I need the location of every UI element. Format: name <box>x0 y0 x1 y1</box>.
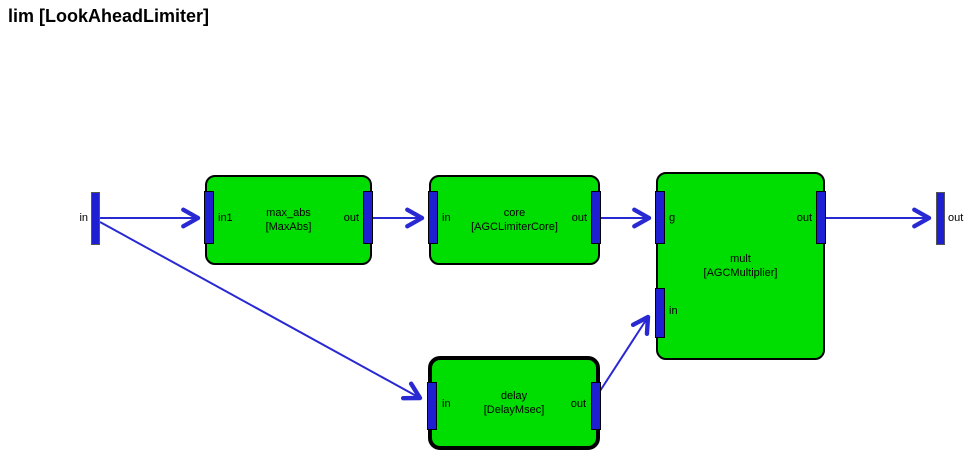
input-terminal[interactable] <box>91 192 100 245</box>
block-label-max-abs: max_abs [MaxAbs] <box>207 177 370 263</box>
wire-in-to-delay[interactable] <box>99 221 423 401</box>
block-type: [AGCMultiplier] <box>703 267 778 279</box>
port-label-in: in <box>442 212 451 224</box>
port-label-out: out <box>796 212 812 224</box>
port-core-out[interactable] <box>591 191 601 244</box>
block-name: max_abs <box>266 207 311 219</box>
block-max-abs[interactable]: in1 out max_abs [MaxAbs] <box>204 175 373 265</box>
block-name: mult <box>730 253 751 265</box>
block-type: [MaxAbs] <box>265 221 312 233</box>
output-terminal[interactable] <box>936 192 945 245</box>
output-terminal-label: out <box>948 212 964 224</box>
port-label-in1: in1 <box>218 212 233 224</box>
port-mult-out[interactable] <box>816 191 826 244</box>
input-terminal-label: in <box>79 212 88 224</box>
block-label-delay: delay [DelayMsec] <box>432 360 596 446</box>
block-type: [DelayMsec] <box>483 404 545 416</box>
port-label-in: in <box>442 398 451 410</box>
block-label-core: core [AGCLimiterCore] <box>431 177 598 263</box>
port-label-out: out <box>570 398 586 410</box>
port-max-abs-out[interactable] <box>363 191 373 244</box>
port-label-out: out <box>571 212 587 224</box>
port-mult-g[interactable] <box>655 191 665 244</box>
block-delay[interactable]: in out delay [DelayMsec] <box>427 356 601 450</box>
block-name: delay <box>500 390 528 402</box>
port-label-g: g <box>669 212 676 224</box>
port-core-in[interactable] <box>428 191 438 244</box>
port-label-in: in <box>669 305 678 317</box>
wire-delay-to-mult[interactable] <box>599 314 651 392</box>
block-label-mult: mult [AGCMultiplier] <box>658 174 823 358</box>
port-label-out: out <box>343 212 359 224</box>
port-delay-out[interactable] <box>591 382 601 430</box>
port-delay-in[interactable] <box>427 382 437 430</box>
diagram-title: lim [LookAheadLimiter] <box>8 6 210 26</box>
block-mult[interactable]: g in out mult [AGCMultiplier] <box>655 172 826 360</box>
port-max-abs-in1[interactable] <box>204 191 214 244</box>
block-name: core <box>503 207 526 219</box>
port-mult-in[interactable] <box>655 288 665 338</box>
block-core[interactable]: in out core [AGCLimiterCore] <box>428 175 601 265</box>
block-type: [AGCLimiterCore] <box>471 221 558 233</box>
